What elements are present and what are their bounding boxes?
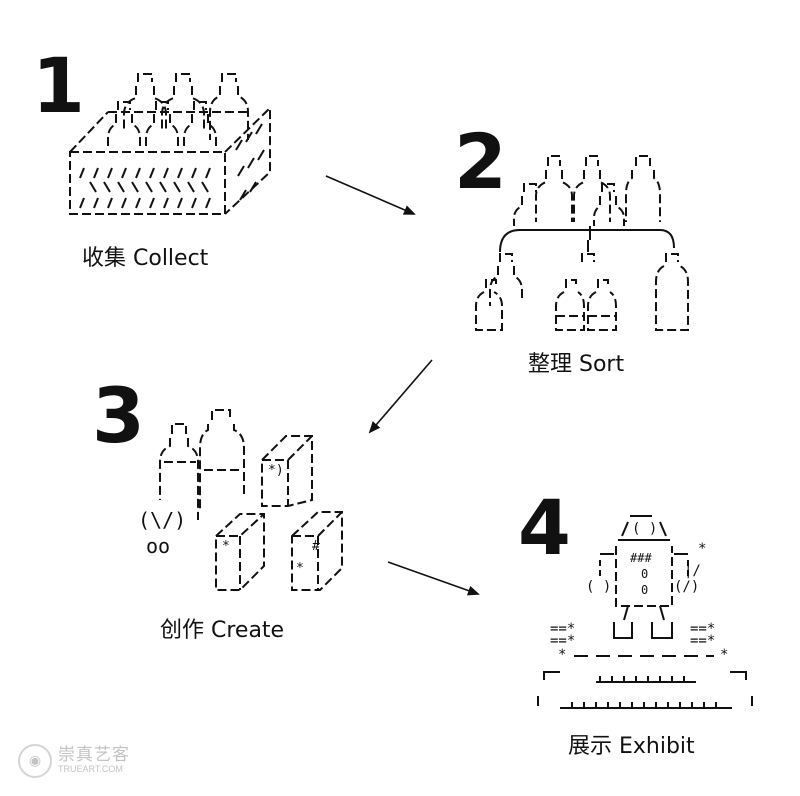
sort-bottle-bottom-2 [555,253,617,331]
robot-right-wrist: |/ [684,563,701,579]
step-label-exhibit: 展示 Exhibit [568,734,695,759]
speed-lines-right-2: ==* [690,633,716,649]
robot [599,515,689,621]
sort-bottle-top-3 [625,155,661,222]
crate-slats [79,123,265,209]
create-box-left [215,513,265,591]
sort-illustration [475,155,689,331]
sort-bottle-top-2 [573,155,611,222]
sort-tree-lines [499,226,675,253]
bottle-front-3 [183,101,217,148]
box-mark-top: *) [268,463,284,478]
bottle-back-1 [123,73,167,132]
sort-bottle-bottom-1 [475,253,523,331]
create-box-top [261,435,313,507]
robot-zero-1: 0 [641,567,649,581]
create-bottle-2 [199,409,245,512]
step-number-3: 3 [92,371,145,460]
stage [537,655,753,709]
exhibit-illustration [537,515,753,709]
watermark: ◉ 崇真艺客 TRUEART.COM [18,744,130,778]
speed-lines-left-2: ==* [550,633,576,649]
create-illustration [159,409,343,591]
create-box-right [291,511,343,591]
box-mark-right-star: * [296,561,304,576]
step-label-collect: 收集 Collect [82,246,209,271]
robot-feet [613,622,673,639]
sort-bottle-bottom-3 [655,253,689,331]
bottle-front-1 [107,101,141,148]
stage-star-left: * [558,647,567,663]
watermark-name-cn: 崇真艺客 [58,745,130,766]
robot-chest: ### [630,551,652,565]
robot-zero-2: 0 [641,583,649,597]
box-mark-left: * [222,539,230,554]
arrow-collect-to-sort [325,175,416,215]
robot-antenna-star: * [698,541,707,557]
step-label-create: 创作 Create [160,618,285,643]
robot-left-hand: ( ) [586,579,612,595]
step-label-sort: 整理 Sort [528,352,625,377]
watermark-name-en: TRUEART.COM [58,764,123,775]
sort-bottle-mid-2 [593,183,625,226]
step-number-2: 2 [454,117,507,206]
sort-bottle-mid-1 [513,183,537,226]
bottle-back-2 [161,73,205,132]
robot-face: ( ) [632,521,658,537]
sort-bottle-top-1 [535,155,573,222]
step-number-1: 1 [32,41,85,130]
arrow-create-to-exhibit [387,561,480,596]
robot-right-hand: (/) [674,579,700,595]
crate-illustration [69,73,271,215]
box-mark-right-hash: # [312,539,320,554]
arrow-sort-to-create [368,359,433,434]
step-number-4: 4 [518,483,571,572]
stage-star-right: * [720,647,729,663]
watermark-logo-icon: ◉ [18,744,52,778]
bottle-front-2 [145,101,179,148]
speed-lines-left-1: ==* [550,621,576,637]
speed-lines-right-1: ==* [690,621,716,637]
bottle-back-3 [209,73,249,140]
scissors-top: (\/) [138,508,187,532]
create-bottle-1 [159,423,199,520]
scissors-bottom: oo [146,534,171,558]
